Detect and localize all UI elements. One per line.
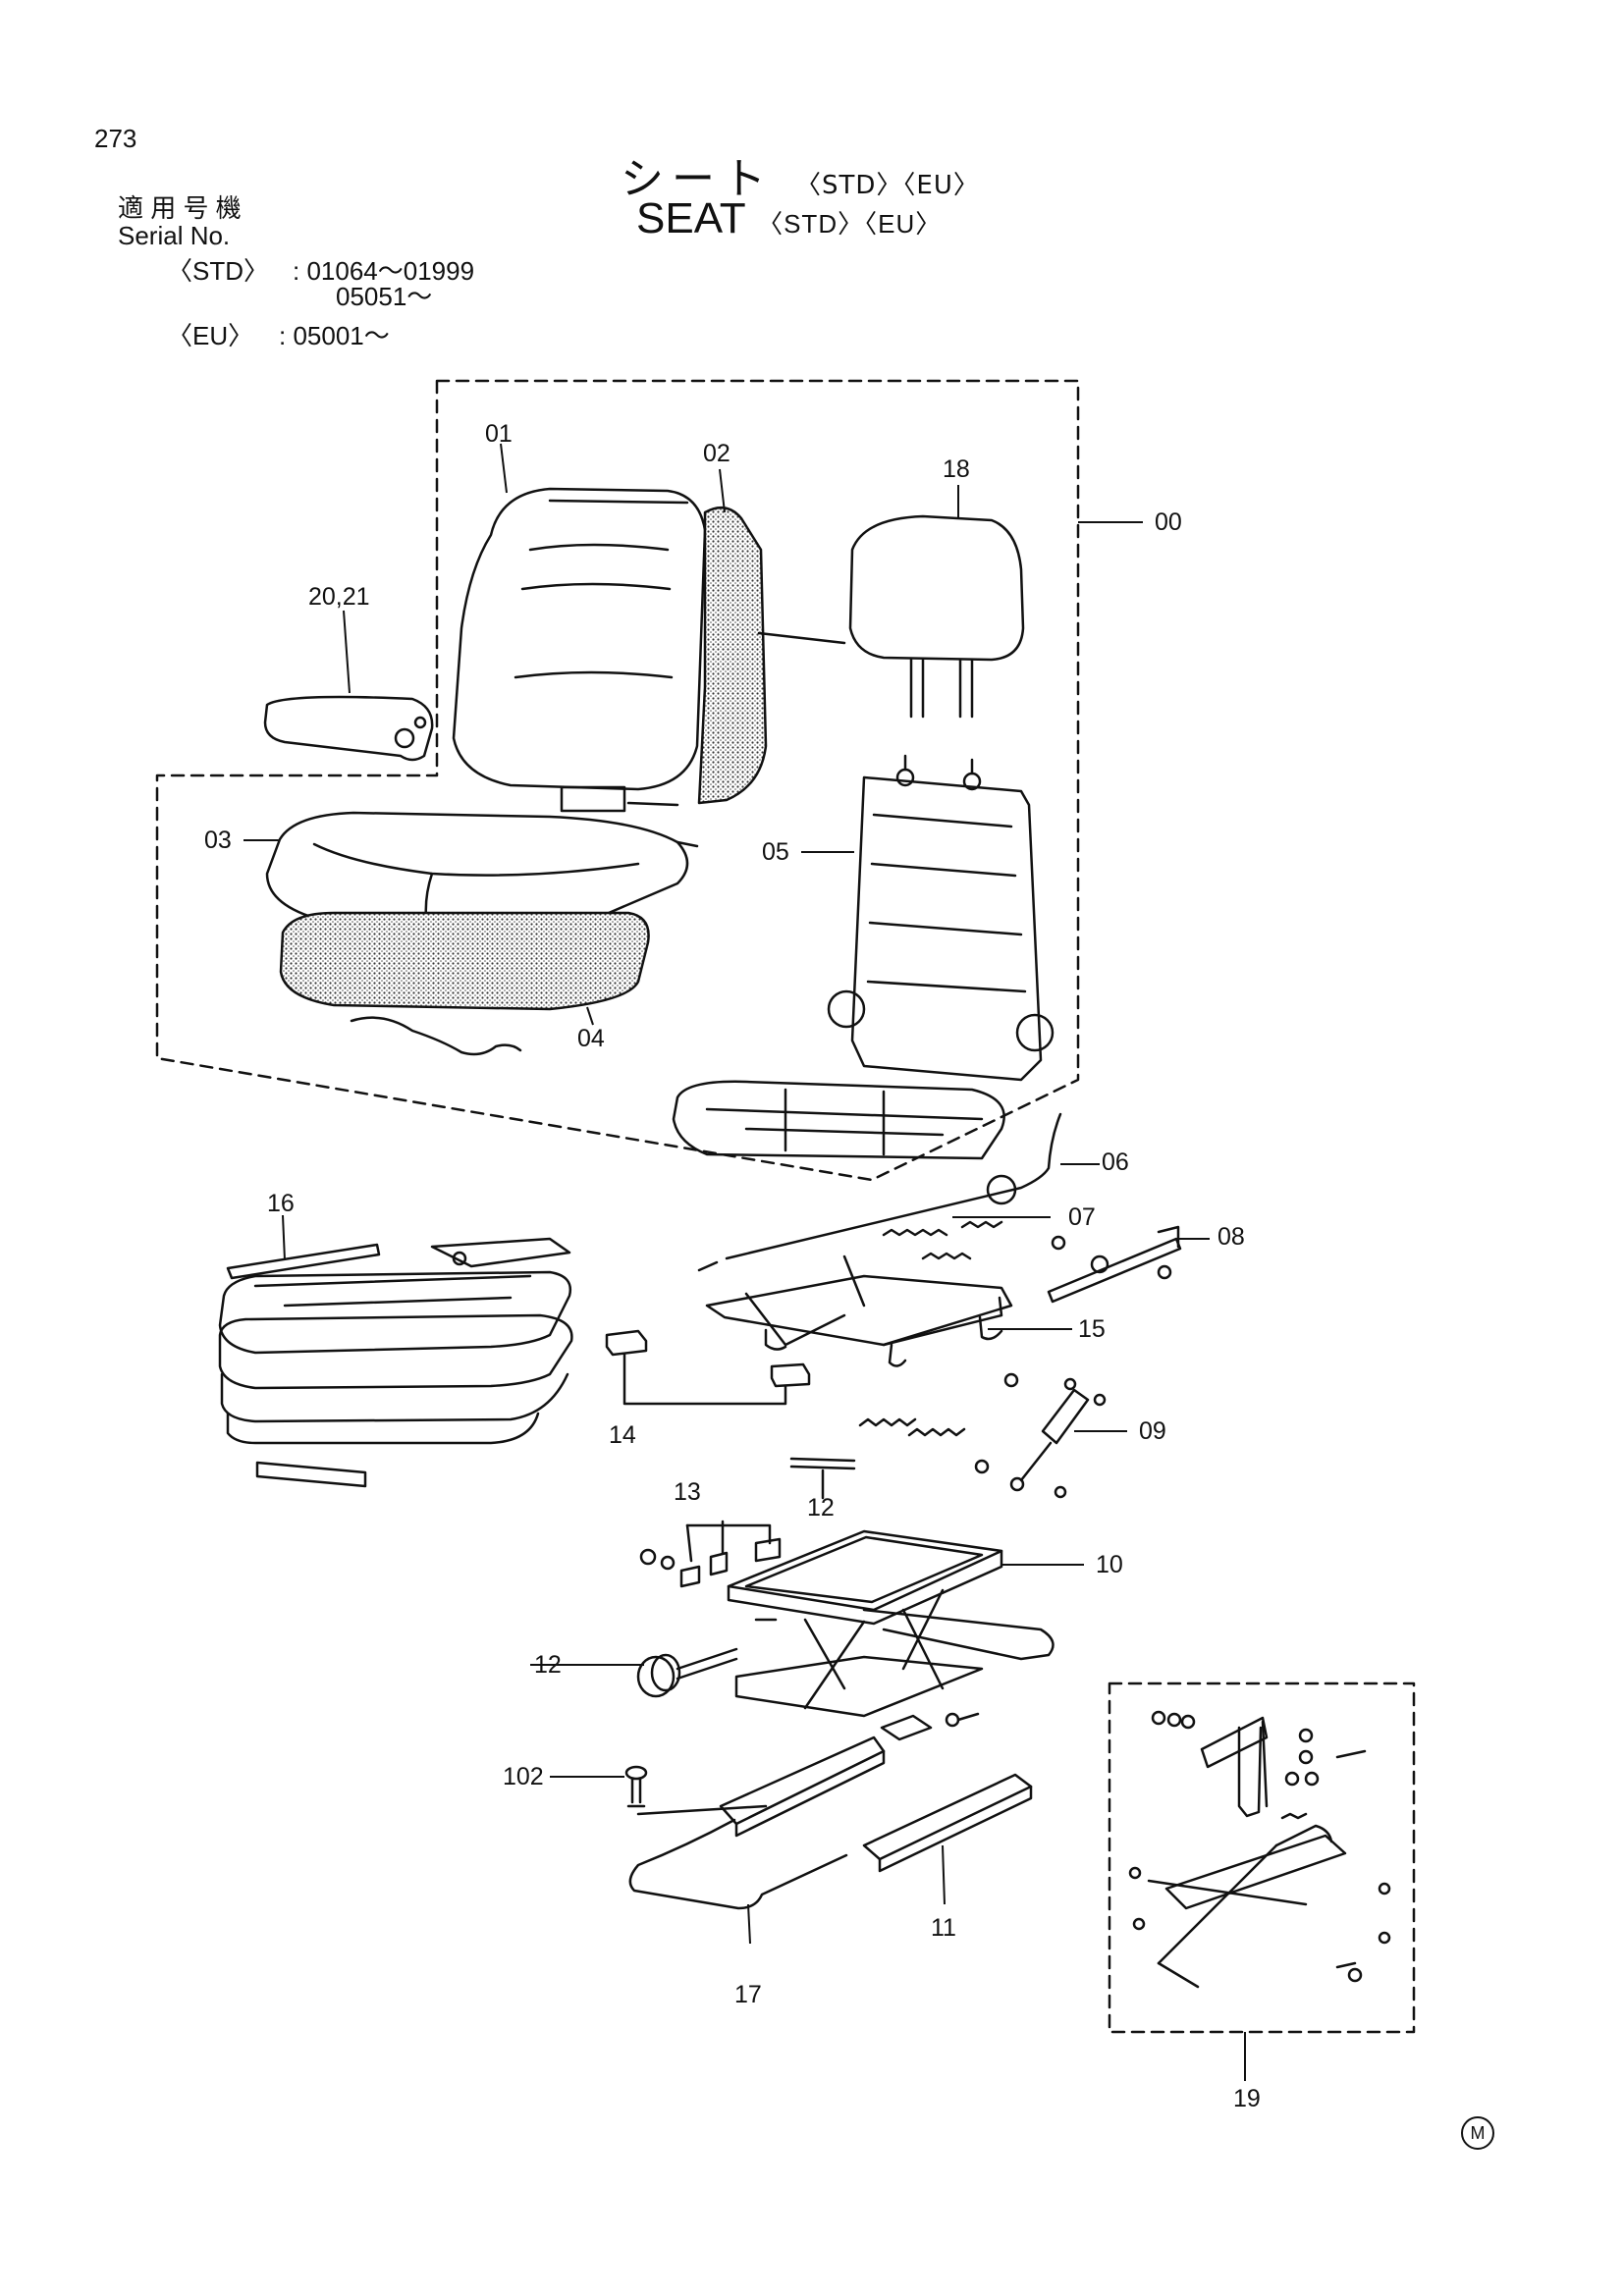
callout-07: 07 <box>1068 1203 1096 1231</box>
headrest-part <box>757 514 1025 719</box>
callout-01: 01 <box>485 420 513 448</box>
title-en-text: SEAT <box>636 194 745 242</box>
callout-08: 08 <box>1217 1223 1245 1251</box>
callout-17: 17 <box>734 1981 762 2008</box>
callout-13: 13 <box>674 1478 701 1506</box>
callout-20-21: 20,21 <box>308 583 370 611</box>
bracket-small <box>880 1714 933 1741</box>
callout-16: 16 <box>267 1190 295 1217</box>
springs-part <box>882 1220 1003 1260</box>
serial-eu-value: : 05001〜 <box>279 321 390 350</box>
serial-eu-tag: 〈EU〉 <box>167 321 254 350</box>
kit-19-parts <box>1128 1710 1391 1989</box>
serial-label-en: Serial No. <box>118 221 231 250</box>
spring-set-part <box>789 1417 966 1500</box>
title-jp-tag-eu: 〈EU〉 <box>902 171 980 200</box>
callout-05: 05 <box>762 838 789 866</box>
leader-lines <box>243 443 1246 2081</box>
title-en-tag-eu: 〈EU〉 <box>864 209 943 239</box>
callout-102: 102 <box>503 1763 544 1790</box>
backrest-part <box>452 487 707 813</box>
slide-rail-left-part <box>636 1735 886 1838</box>
serial-label-jp: 適 用 号 機 <box>118 193 242 223</box>
callout-03: 03 <box>204 827 232 854</box>
callout-10: 10 <box>1096 1551 1123 1578</box>
seat-pan-part <box>279 911 650 1011</box>
serial-std-value-2: 05051〜 <box>336 282 433 311</box>
callout-04: 04 <box>577 1025 605 1052</box>
kit-19-boundary <box>1108 1682 1416 2034</box>
backrest-frame-part <box>672 754 1055 1160</box>
assembly-00-boundary <box>155 379 1080 1182</box>
title-jp-text: シート <box>621 154 774 204</box>
adjuster-knob-part <box>636 1647 738 1698</box>
title-japanese: シート 〈STD〉〈EU〉 <box>621 143 980 206</box>
serial-std-value: : 01064〜01999 <box>293 256 475 286</box>
manufacturer-mark: M <box>1461 2116 1494 2150</box>
title-english: SEAT 〈STD〉〈EU〉 <box>636 194 942 243</box>
title-en-tag-std: 〈STD〉 <box>757 209 865 239</box>
gas-spring-part <box>974 1372 1107 1499</box>
callout-12-lower: 12 <box>534 1651 562 1679</box>
callout-15: 15 <box>1078 1315 1106 1343</box>
suspension-bellows-part <box>218 1237 573 1488</box>
page-number: 273 <box>94 124 137 153</box>
spacer-blocks-part <box>605 1329 811 1406</box>
callout-19: 19 <box>1233 2085 1261 2112</box>
rail-bracket-part <box>1047 1225 1182 1304</box>
cable-part <box>697 1112 1062 1272</box>
callout-11: 11 <box>931 1914 956 1942</box>
bolt-part <box>624 1765 648 1808</box>
scissor-lift-part <box>727 1529 1055 1718</box>
backrest-cover-part <box>697 506 768 805</box>
callout-06: 06 <box>1102 1148 1129 1176</box>
title-jp-tag-std: 〈STD〉 <box>795 171 903 200</box>
slide-frame-part <box>705 1255 1013 1367</box>
callout-02: 02 <box>703 440 730 467</box>
callout-09: 09 <box>1139 1417 1166 1445</box>
armrest-part <box>263 695 434 762</box>
callout-14: 14 <box>609 1421 636 1449</box>
brackets-part <box>639 1520 782 1588</box>
seat-wire <box>350 1016 522 1056</box>
callout-18: 18 <box>943 455 970 483</box>
serial-std-tag: 〈STD〉 <box>167 256 270 286</box>
callout-00: 00 <box>1155 508 1182 536</box>
slide-rail-right-part <box>862 1773 1033 1873</box>
callout-12-upper: 12 <box>807 1494 835 1522</box>
handle-part <box>628 1818 848 1910</box>
